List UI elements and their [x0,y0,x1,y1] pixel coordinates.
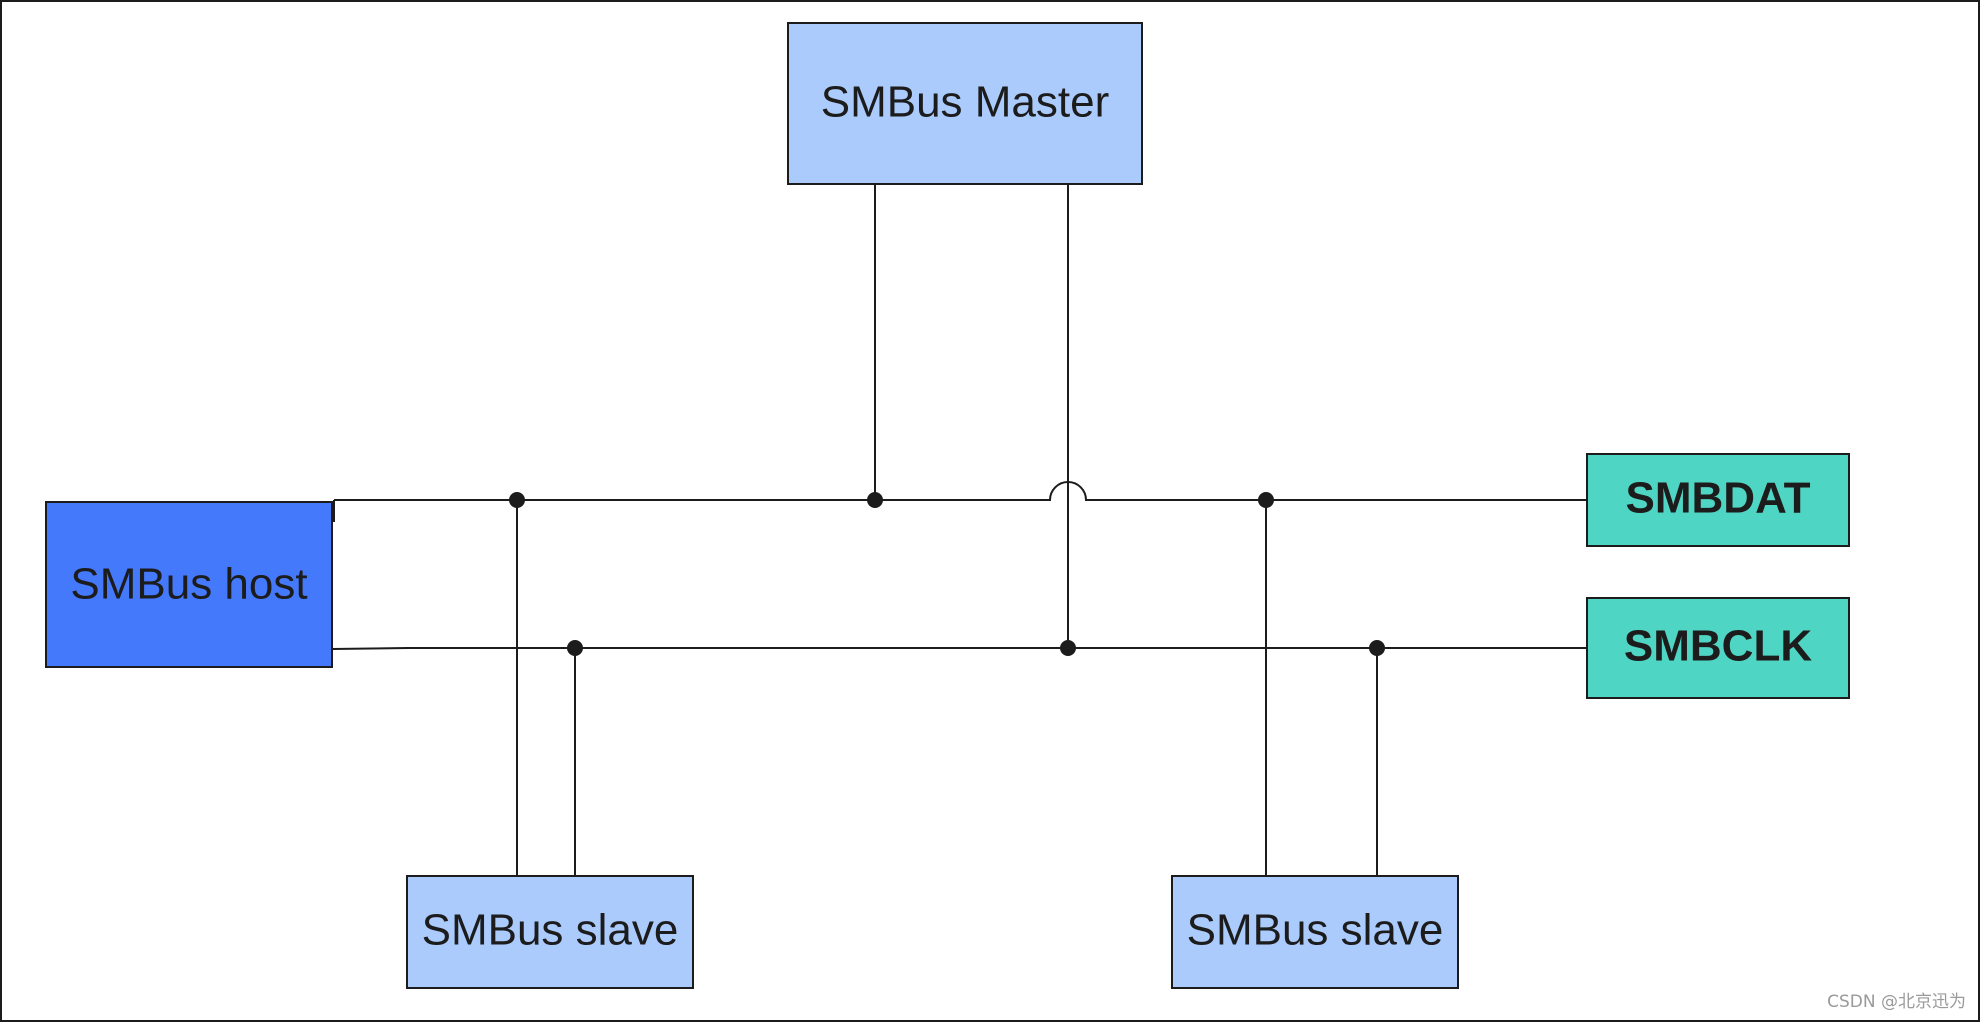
junction-dot [567,640,583,656]
watermark-text: CSDN @北京迅为 [1827,992,1966,1012]
junction-dot [1258,492,1274,508]
smbus-slave-right-node: SMBus slave [1171,875,1459,989]
smbclk-bus-line [331,647,1587,650]
smbdat-terminal-node: SMBDAT [1586,453,1850,547]
smbus-master-node: SMBus Master [787,22,1143,185]
smbus-slave-right-label: SMBus slave [1187,906,1444,955]
smbus-host-label: SMBus host [70,560,307,609]
smbclk-terminal-node: SMBCLK [1586,597,1850,699]
junction-dot [509,492,525,508]
junction-dot [1060,640,1076,656]
smbdat-label: SMBDAT [1626,474,1811,523]
smbus-slave-left-label: SMBus slave [422,906,679,955]
junction-dot [867,492,883,508]
junction-dot [1369,640,1385,656]
smbus-host-node: SMBus host [45,501,333,668]
smbclk-label: SMBCLK [1624,622,1812,671]
smbus-master-label: SMBus Master [821,78,1110,127]
smbus-slave-left-node: SMBus slave [406,875,694,989]
